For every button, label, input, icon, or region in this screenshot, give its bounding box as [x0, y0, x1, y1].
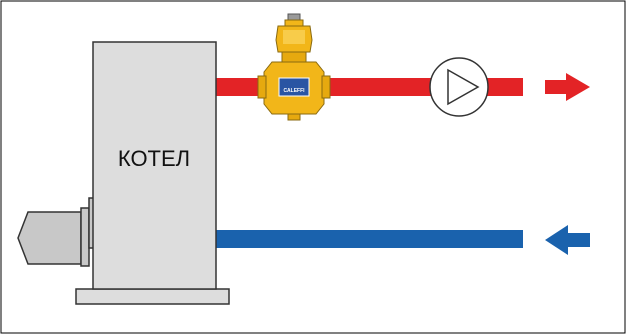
valve-badge-brand: CALEFFI	[283, 88, 305, 94]
return-pipe	[216, 230, 523, 248]
arrow-left-icon	[545, 225, 590, 255]
valve-brand-badge	[278, 77, 310, 97]
arrow-right-icon	[545, 73, 590, 101]
boiler-label: КОТЕЛ	[118, 146, 190, 171]
boiler-base	[75, 288, 230, 305]
boiler-body	[92, 41, 217, 290]
pump-symbol-icon	[429, 57, 489, 117]
air-separator-valve: CALEFFI	[257, 13, 331, 121]
